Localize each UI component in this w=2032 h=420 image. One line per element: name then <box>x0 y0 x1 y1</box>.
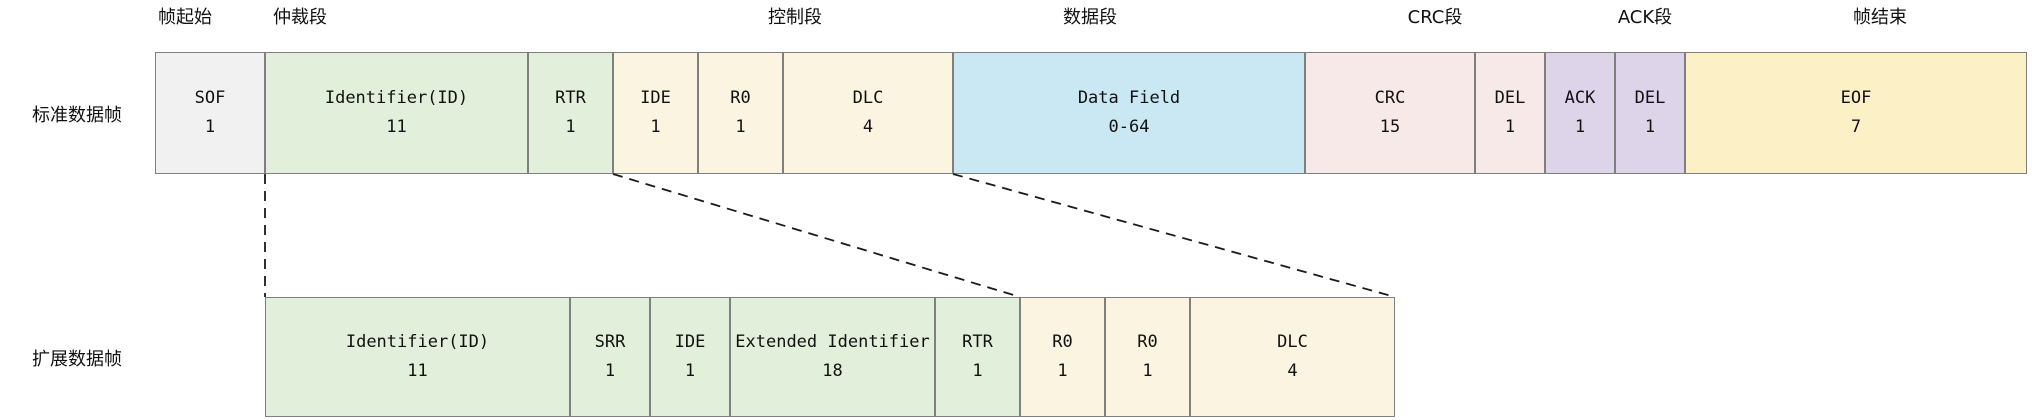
field-bits: 11 <box>386 117 407 137</box>
field-name: DLC <box>1277 332 1308 352</box>
field-name: ACK <box>1564 88 1596 108</box>
field-name: SRR <box>594 332 626 352</box>
connector-line-arbitration-end-link <box>612 173 1021 298</box>
field-bits: 7 <box>1850 117 1862 137</box>
field-bits: 1 <box>1504 117 1516 137</box>
field-cell-standard-frame-del-1: DEL 1 <box>1475 52 1545 174</box>
field-bits: 1 <box>684 361 696 381</box>
field-cell-standard-frame-ack: ACK 1 <box>1545 52 1615 174</box>
row-label-standard-frame: 标准数据帧 <box>32 105 122 126</box>
field-bits: 1 <box>735 117 746 137</box>
field-cell-standard-frame-dlc: DLC 4 <box>783 52 953 174</box>
field-cell-standard-frame-sof: SOF 1 <box>155 52 265 174</box>
field-bits: 1 <box>972 361 983 381</box>
field-cell-extended-frame-r0-2: R0 1 <box>1105 297 1190 417</box>
field-cell-standard-frame-identifier: Identifier(ID) 11 <box>265 52 528 174</box>
field-name: IDE <box>674 332 706 352</box>
field-name: DEL <box>1494 88 1526 108</box>
field-cell-standard-frame-rtr: RTR 1 <box>528 52 613 174</box>
field-bits: 4 <box>862 117 874 137</box>
row-label-extended-frame: 扩展数据帧 <box>32 349 122 370</box>
field-cell-extended-frame-rtr: RTR 1 <box>935 297 1020 417</box>
field-bits: 1 <box>204 117 216 137</box>
field-bits: 0-64 <box>1108 117 1150 137</box>
field-cell-extended-frame-srr: SRR 1 <box>570 297 650 417</box>
field-name: Identifier(ID) <box>345 332 490 352</box>
field-name: Data Field <box>1077 88 1181 108</box>
field-name: R0 <box>730 88 751 108</box>
section-label: 控制段 <box>768 7 822 28</box>
field-name: Extended Identifier <box>735 332 930 352</box>
field-bits: 4 <box>1287 361 1298 381</box>
field-name: SOF <box>194 88 226 108</box>
field-bits: 1 <box>1644 117 1656 137</box>
field-cell-standard-frame-crc: CRC 15 <box>1305 52 1475 174</box>
field-name: DEL <box>1634 88 1666 108</box>
field-cell-standard-frame-del-2: DEL 1 <box>1615 52 1685 174</box>
field-bits: 1 <box>1057 361 1068 381</box>
field-cell-extended-frame-ide: IDE 1 <box>650 297 730 417</box>
field-name: IDE <box>640 88 671 108</box>
field-name: EOF <box>1840 88 1872 108</box>
section-label: ACK段 <box>1617 7 1673 28</box>
field-bits: 1 <box>604 361 616 381</box>
field-name: R0 <box>1137 332 1158 352</box>
connector-line-control-end-link <box>952 173 1396 298</box>
field-cell-extended-frame-identifier: Identifier(ID) 11 <box>265 297 570 417</box>
field-cell-standard-frame-eof: EOF 7 <box>1685 52 2027 174</box>
field-bits: 18 <box>822 361 843 381</box>
field-name: R0 <box>1052 332 1073 352</box>
field-bits: 1 <box>650 117 661 137</box>
section-label: 仲裁段 <box>273 7 327 28</box>
field-cell-extended-frame-r0-1: R0 1 <box>1020 297 1105 417</box>
field-cell-standard-frame-ide: IDE 1 <box>613 52 698 174</box>
field-name: DLC <box>852 88 884 108</box>
section-label: 数据段 <box>1063 7 1117 28</box>
field-cell-standard-frame-r0: R0 1 <box>698 52 783 174</box>
field-name: RTR <box>962 332 993 352</box>
field-bits: 1 <box>1142 361 1153 381</box>
section-label: CRC段 <box>1407 7 1463 28</box>
field-bits: 15 <box>1379 117 1401 137</box>
field-name: RTR <box>555 88 586 108</box>
field-name: Identifier(ID) <box>324 88 469 108</box>
section-label: 帧起始 <box>158 7 212 28</box>
field-bits: 11 <box>407 361 428 381</box>
field-cell-extended-frame-ext-identifier: Extended Identifier 18 <box>730 297 935 417</box>
field-bits: 1 <box>565 117 576 137</box>
section-label: 帧结束 <box>1853 7 1907 28</box>
field-cell-standard-frame-data-field: Data Field 0-64 <box>953 52 1305 174</box>
field-bits: 1 <box>1574 117 1586 137</box>
field-name: CRC <box>1374 88 1406 108</box>
field-cell-extended-frame-dlc: DLC 4 <box>1190 297 1395 417</box>
